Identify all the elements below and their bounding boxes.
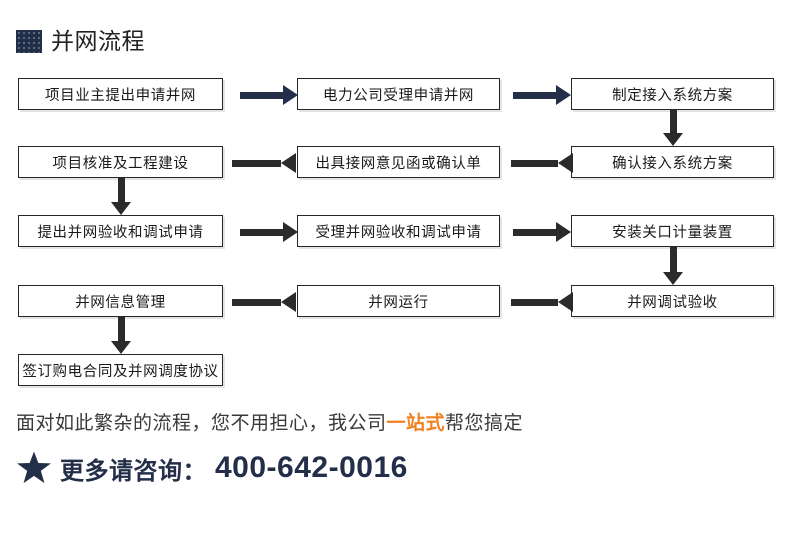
flow-node-label: 受理并网验收和调试申请 xyxy=(315,224,482,241)
arrow-head xyxy=(556,222,571,242)
flow-node-label: 制定接入系统方案 xyxy=(612,87,733,104)
flow-node: 受理并网验收和调试申请 xyxy=(297,215,500,247)
flow-node-label: 电力公司受理申请并网 xyxy=(323,87,474,104)
arrow-shaft xyxy=(117,178,125,202)
flow-node: 项目业主提出申请并网 xyxy=(18,78,223,110)
flow-node-label: 并网调试验收 xyxy=(627,294,718,311)
flow-arrow-left xyxy=(511,292,573,312)
arrow-shaft xyxy=(240,228,283,236)
arrow-head xyxy=(281,292,296,312)
arrow-shaft xyxy=(513,228,556,236)
flow-node: 并网信息管理 xyxy=(18,285,223,317)
flow-node-label: 签订购电合同及并网调度协议 xyxy=(22,363,219,380)
flow-arrow-right xyxy=(513,85,571,105)
flow-node: 电力公司受理申请并网 xyxy=(297,78,500,110)
flow-arrow-left xyxy=(511,153,573,173)
star-icon xyxy=(17,451,51,484)
arrow-shaft xyxy=(513,91,556,99)
arrow-shaft xyxy=(240,91,283,99)
flow-node: 安装关口计量装置 xyxy=(571,215,774,247)
flow-node-label: 项目业主提出申请并网 xyxy=(45,87,196,104)
arrow-head xyxy=(556,85,571,105)
flow-node: 签订购电合同及并网调度协议 xyxy=(18,354,223,386)
arrow-shaft xyxy=(232,159,281,167)
flow-node-label: 并网运行 xyxy=(368,294,429,311)
arrow-head xyxy=(281,153,296,173)
flow-arrow-down xyxy=(663,110,683,146)
contact-phone: 400-642-0016 xyxy=(215,451,408,484)
arrow-shaft xyxy=(117,317,125,341)
flow-arrow-down xyxy=(663,247,683,285)
flow-node-label: 并网信息管理 xyxy=(75,294,166,311)
flow-arrow-left xyxy=(232,292,296,312)
flow-node-label: 出具接网意见函或确认单 xyxy=(315,155,482,172)
flow-arrow-left xyxy=(232,153,296,173)
flow-node: 并网调试验收 xyxy=(571,285,774,317)
page-title: 并网流程 xyxy=(51,28,145,54)
flow-node-label: 安装关口计量装置 xyxy=(612,224,733,241)
flow-node-label: 提出并网验收和调试申请 xyxy=(37,224,204,241)
arrow-shaft xyxy=(669,247,677,272)
arrow-head xyxy=(111,202,131,215)
arrow-head xyxy=(283,222,298,242)
flowchart: 项目业主提出申请并网 电力公司受理申请并网 制定接入系统方案项目核准及工程建设 出具接… xyxy=(18,78,774,386)
flow-node: 出具接网意见函或确认单 xyxy=(297,146,500,178)
flow-node-label: 项目核准及工程建设 xyxy=(52,155,189,172)
flow-arrow-right xyxy=(240,85,298,105)
arrow-head xyxy=(111,341,131,354)
flow-node: 确认接入系统方案 xyxy=(571,146,774,178)
flow-arrow-right xyxy=(513,222,571,242)
tagline-after: 帮您搞定 xyxy=(445,413,524,434)
contact-cta: 更多请咨询： 400-642-0016 xyxy=(16,450,408,486)
flow-node: 提出并网验收和调试申请 xyxy=(18,215,223,247)
flow-arrow-down xyxy=(111,317,131,354)
flow-node: 项目核准及工程建设 xyxy=(18,146,223,178)
arrow-head xyxy=(558,292,573,312)
section-title: 并网流程 xyxy=(16,30,145,53)
arrow-head xyxy=(558,153,573,173)
flow-arrow-down xyxy=(111,178,131,215)
contact-label: 更多请咨询： xyxy=(60,457,207,485)
arrow-shaft xyxy=(232,298,281,306)
flow-arrow-right xyxy=(240,222,298,242)
flow-node: 并网运行 xyxy=(297,285,500,317)
tagline-highlight: 一站式 xyxy=(386,413,446,434)
arrow-shaft xyxy=(669,110,677,133)
arrow-head xyxy=(663,133,683,146)
arrow-head xyxy=(663,272,683,285)
arrow-head xyxy=(283,85,298,105)
tagline: 面对如此繁杂的流程，您不用担心，我公司一站式帮您搞定 xyxy=(16,408,523,435)
flow-node-label: 确认接入系统方案 xyxy=(612,155,733,172)
arrow-shaft xyxy=(511,298,558,306)
title-swatch-icon xyxy=(16,30,42,53)
arrow-shaft xyxy=(511,159,558,167)
tagline-before: 面对如此繁杂的流程，您不用担心，我公司 xyxy=(16,413,387,434)
flow-node: 制定接入系统方案 xyxy=(571,78,774,110)
